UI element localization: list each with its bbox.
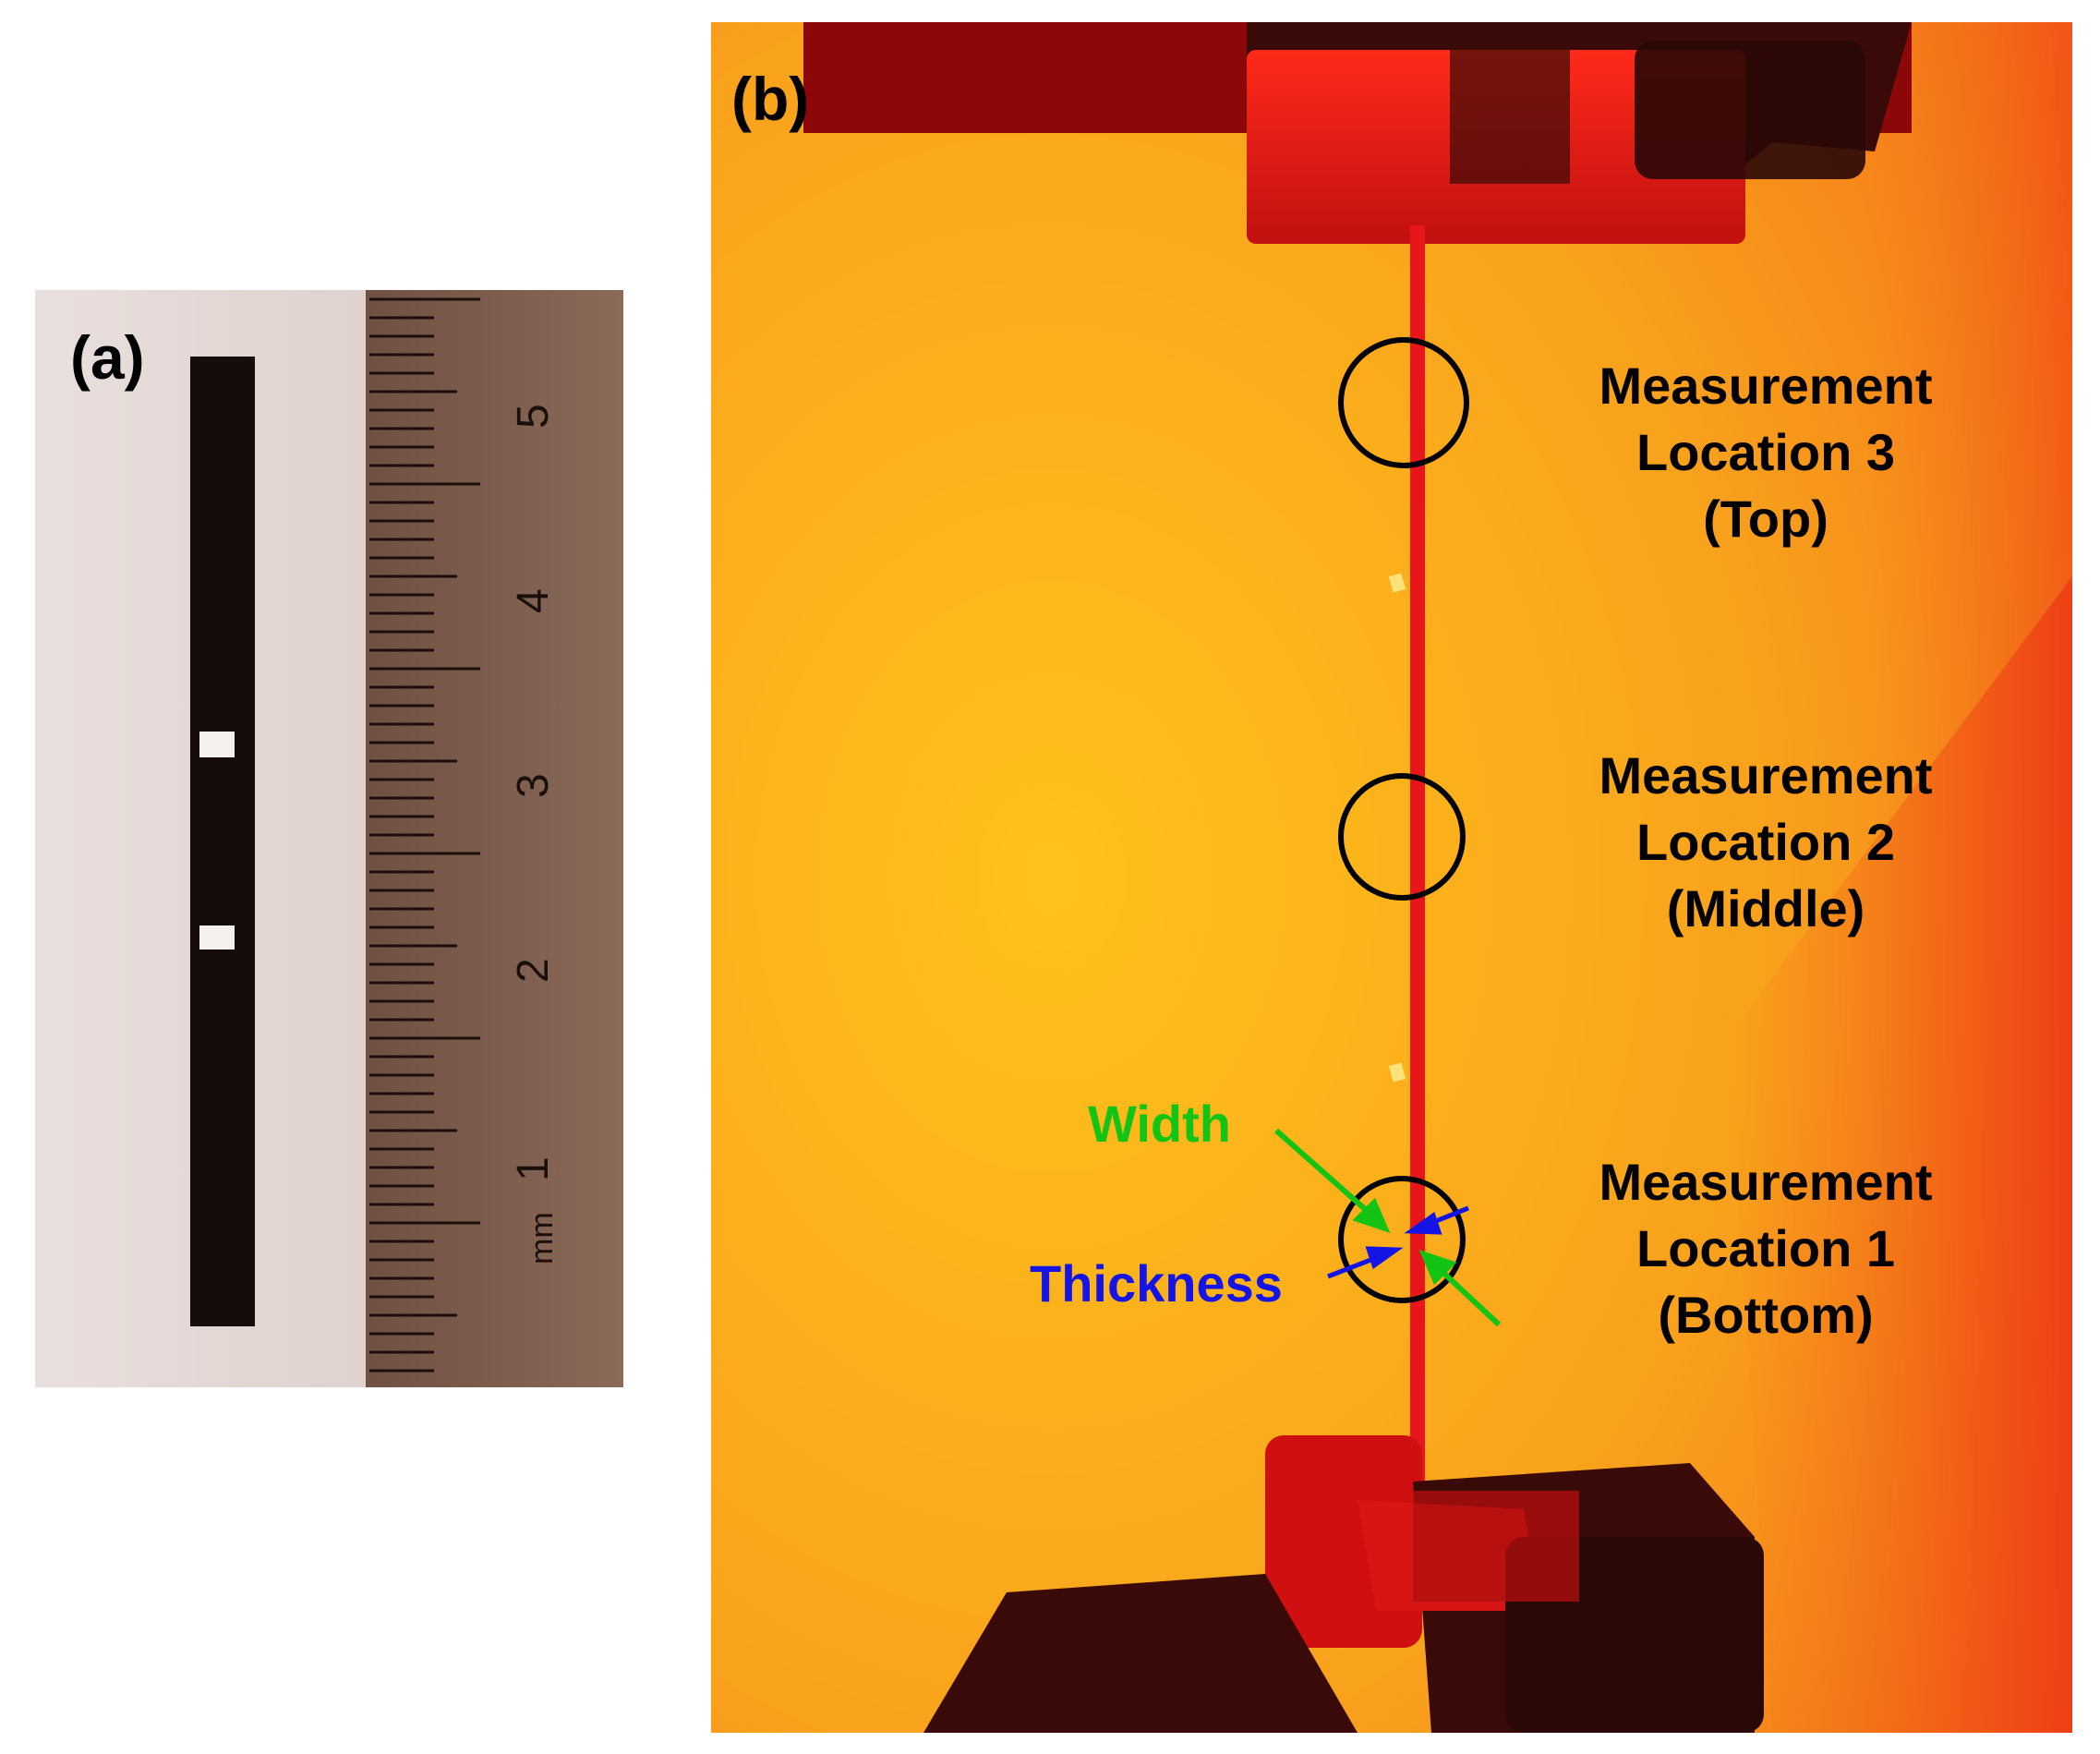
- panel-a-drawing: 5 4 3 2 1 mm: [35, 290, 623, 1387]
- ruler-number-4: 4: [509, 588, 558, 613]
- strip-marker-lower: [1388, 1062, 1406, 1083]
- location-1-line1: Measurement: [1599, 1153, 1933, 1211]
- ruler-numbers: 5 4 3 2 1 mm: [509, 404, 560, 1264]
- specimen-strip: [1410, 225, 1425, 1518]
- ruler-ticks: [369, 297, 480, 1373]
- ruler-number-3: 3: [509, 773, 558, 798]
- measurement-location-2-label: Measurement Location 2 (Middle): [1507, 743, 2024, 942]
- location-3-line1: Measurement: [1599, 357, 1933, 415]
- location-2-line1: Measurement: [1599, 746, 1933, 804]
- measurement-location-3-label: Measurement Location 3 (Top): [1507, 353, 2024, 552]
- ruler-number-2: 2: [509, 958, 558, 983]
- measurement-location-1-label: Measurement Location 1 (Bottom): [1507, 1149, 2024, 1349]
- location-3-line3: (Top): [1703, 490, 1828, 548]
- ruler-number-5: 5: [509, 404, 558, 429]
- location-3-line2: Location 3: [1635, 423, 1896, 481]
- panel-b-drawing: [711, 22, 2072, 1733]
- location-1-line2: Location 1: [1635, 1219, 1896, 1277]
- panel-b-photo: (b) Measurement Location 3 (Top) Measure…: [711, 22, 2072, 1733]
- location-2-line3: (Middle): [1666, 879, 1865, 937]
- thickness-label: Thickness: [1030, 1254, 1283, 1312]
- strip-marker-upper: [1388, 573, 1406, 593]
- specimen-strip: [190, 357, 255, 1326]
- ruler-unit-mm: mm: [525, 1212, 560, 1264]
- specimen-marker-lower: [199, 925, 235, 950]
- panel-a-label: (a): [70, 323, 145, 392]
- location-2-line2: Location 2: [1635, 813, 1896, 871]
- specimen-marker-upper: [199, 732, 235, 757]
- panel-b-label: (b): [731, 65, 810, 133]
- right-shade-band: [1865, 22, 2072, 1733]
- measurement-circle-1: [1338, 1176, 1466, 1303]
- lower-grip: [923, 1435, 1764, 1733]
- thickness-arrows: [1327, 1205, 1469, 1279]
- panel-a-photo: 5 4 3 2 1 mm (a): [35, 290, 623, 1387]
- width-label: Width: [1088, 1095, 1231, 1153]
- upper-grip: [803, 22, 1912, 244]
- measurement-circle-3: [1338, 337, 1469, 468]
- location-1-line3: (Bottom): [1658, 1286, 1874, 1344]
- measurement-circle-2: [1338, 773, 1466, 901]
- width-arrows: [1274, 1128, 1502, 1327]
- ruler-number-1: 1: [509, 1156, 558, 1181]
